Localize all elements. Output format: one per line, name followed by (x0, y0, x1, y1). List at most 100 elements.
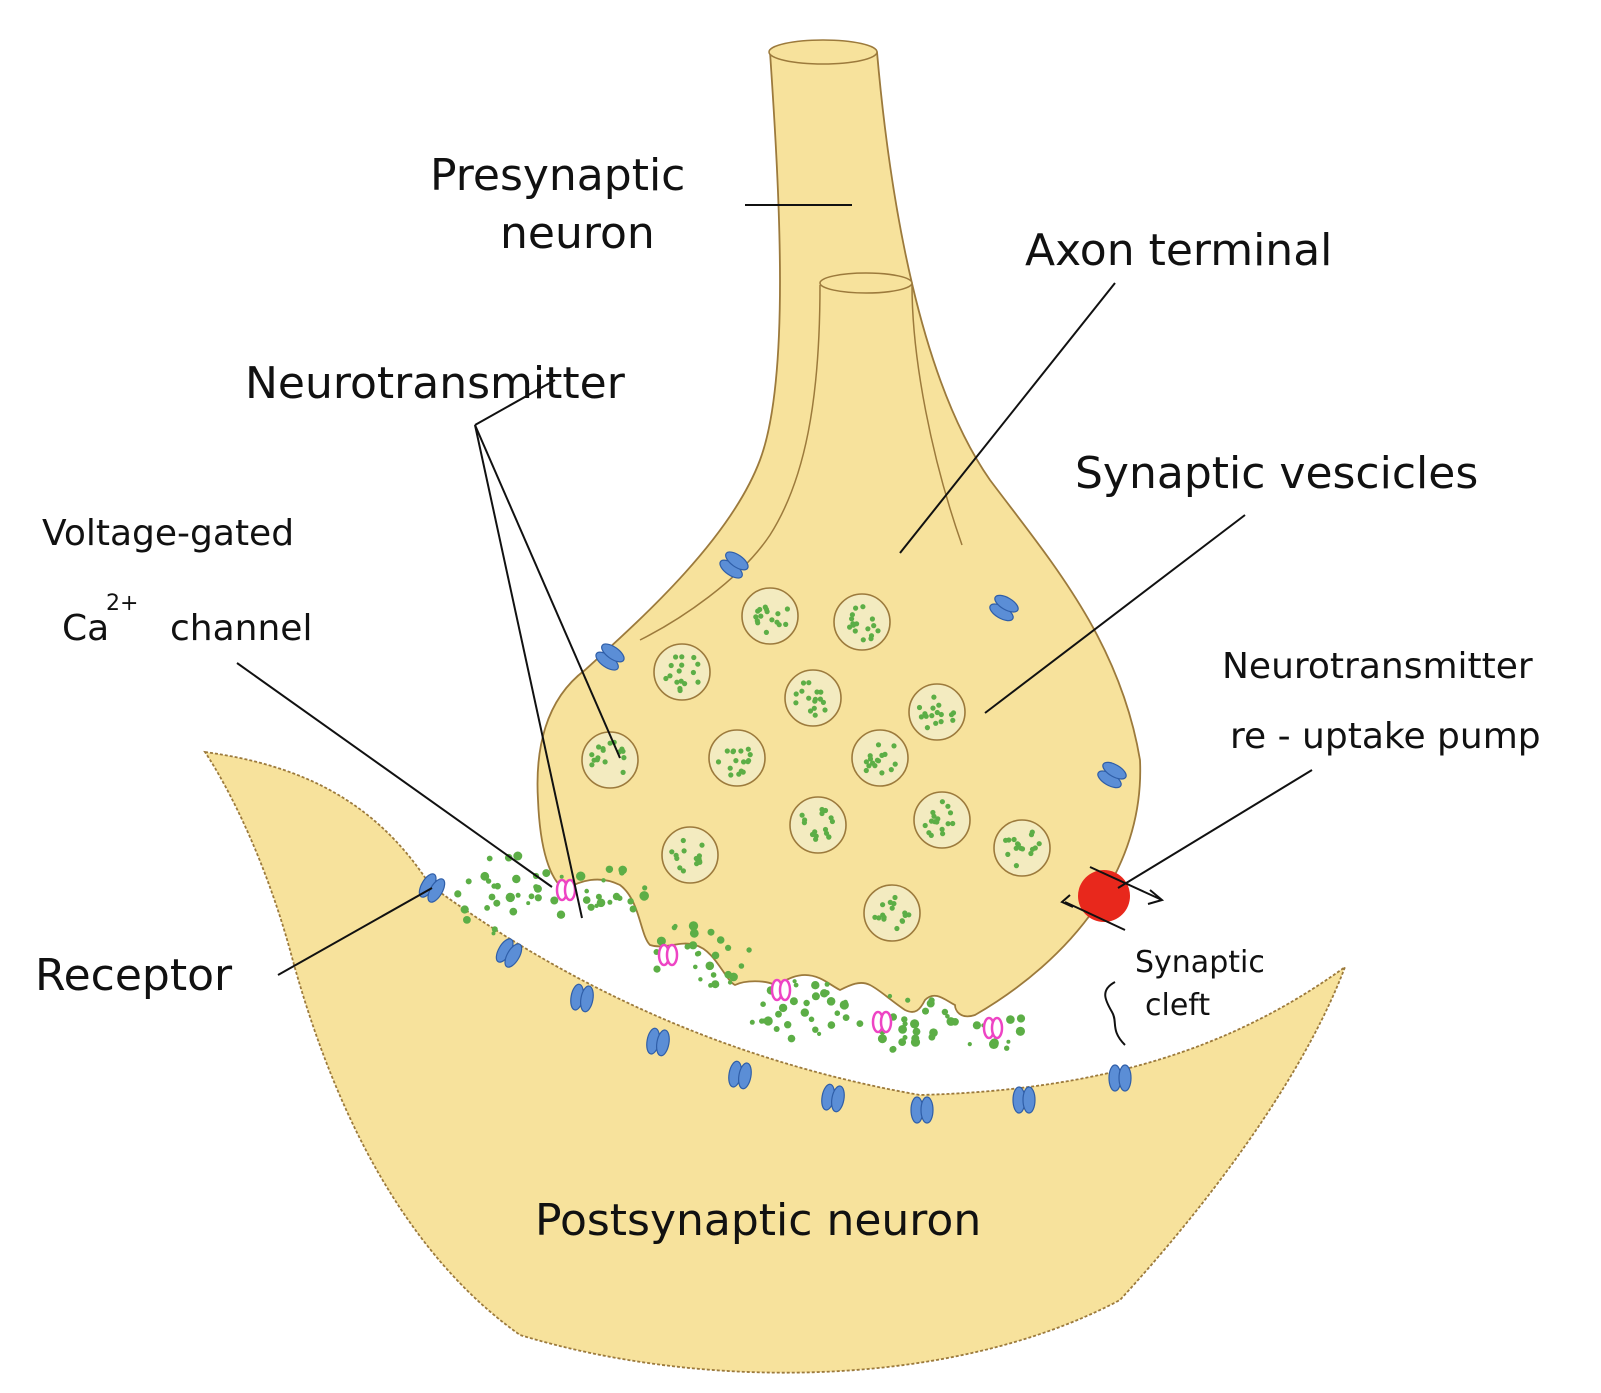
neurotransmitter-dot (533, 884, 542, 893)
vesicle-dot (677, 687, 683, 694)
neurotransmitter-dot (725, 944, 732, 952)
synaptic-vesicle (784, 669, 842, 727)
label-axon-terminal: Axon terminal (1025, 225, 1332, 276)
neurotransmitter-dot (792, 979, 797, 984)
neurotransmitter-dot (773, 1026, 780, 1032)
vesicle-dot (695, 661, 701, 667)
vesicle-dot (667, 673, 673, 679)
neurotransmitter-dot (826, 997, 836, 1006)
neurotransmitter-dot (627, 898, 634, 905)
vesicle-dot (663, 675, 669, 682)
vesicle-dot (682, 681, 688, 687)
vesicle-dot (676, 668, 682, 674)
receptor (728, 1060, 752, 1090)
vesicle-dot (758, 613, 764, 619)
synaptic-vesicle (863, 884, 921, 942)
vesicle-dot (812, 712, 818, 718)
neurotransmitter-dot (989, 1039, 999, 1049)
neurotransmitter-dot (642, 885, 648, 891)
neurotransmitter-dot (612, 892, 621, 901)
neurotransmitter-dot (827, 1021, 836, 1029)
label-presynaptic-1: Presynaptic (430, 150, 685, 201)
neurotransmitter-dot (775, 1010, 782, 1018)
neurotransmitter-dot (556, 910, 566, 919)
neurotransmitter-dot (607, 899, 613, 905)
neurotransmitter-dot (486, 855, 493, 862)
vesicle-dot (916, 704, 923, 711)
vesicle-dot (814, 689, 820, 695)
vesicle-dot (620, 769, 626, 776)
neurotransmitter-dot (711, 951, 720, 960)
vesicle-dot (817, 696, 824, 702)
neurotransmitter-dot (513, 851, 523, 861)
vesicle-dot (783, 621, 789, 628)
synaptic-vesicle (581, 731, 639, 789)
receptor (595, 643, 625, 671)
vesicle-dot (730, 748, 737, 754)
neurotransmitter-dot (491, 926, 498, 933)
vesicle-dot (888, 767, 894, 773)
vesicle-dot (879, 752, 885, 759)
receptor (1108, 1064, 1132, 1092)
vesicle-dot (1005, 851, 1011, 858)
neurotransmitter-dot (749, 1019, 755, 1025)
vesicle-dot (934, 709, 940, 716)
neurotransmitter-dot (789, 997, 798, 1006)
leader-axon-terminal (899, 282, 1116, 554)
synaptic-vesicles (581, 587, 1051, 942)
calcium-channel (982, 1016, 1004, 1040)
neurotransmitter-dot (763, 1016, 773, 1026)
vesicle-dot (871, 623, 877, 629)
neurotransmitter-dot (1006, 1015, 1015, 1024)
neurotransmitter-dot (928, 997, 935, 1004)
neurotransmitter-dot (505, 892, 515, 903)
vesicle-dot (724, 748, 730, 754)
neurotransmitter-dot (693, 964, 698, 970)
synaptic-vesicle (833, 593, 891, 651)
pump-arrow-right (1089, 866, 1165, 905)
receptor (570, 983, 594, 1013)
neurotransmitter-dot (746, 947, 752, 953)
vesicle-dot (892, 894, 898, 901)
neurotransmitter-dot (491, 883, 497, 889)
vesicle-dot (673, 654, 679, 660)
label-reuptake-2: re - uptake pump (1230, 716, 1541, 757)
vesicle-dot (755, 620, 761, 626)
neurotransmitter-dot (967, 1042, 972, 1047)
neurotransmitter-dot (787, 1034, 796, 1043)
vesicle-dot (674, 679, 680, 685)
neurotransmitter-dot (491, 931, 496, 936)
neurotransmitter-dot (817, 1031, 822, 1036)
vesicle-dot (697, 859, 703, 865)
synaptic-vesicle (708, 729, 766, 787)
leader-receptor (277, 887, 433, 976)
label-voltage-gated: Voltage-gated (42, 513, 294, 554)
vesicle-dot (947, 810, 954, 816)
vesicle-dot (1013, 863, 1020, 869)
vesicle-dot (850, 621, 856, 627)
receptor (1012, 1086, 1036, 1114)
neurotransmitter-dot (784, 1020, 792, 1029)
neurotransmitter-dot (711, 980, 720, 989)
neurotransmitter-dot (684, 943, 691, 950)
receptor (1097, 761, 1127, 789)
neurotransmitter-dot (912, 1027, 921, 1036)
calcium-channel (770, 978, 792, 1002)
vesicle-dot (799, 812, 805, 818)
neurotransmitter-dot (834, 1010, 841, 1016)
label-synaptic-vesicles: Synaptic vescicles (1075, 448, 1478, 499)
neurotransmitter-dot (910, 1037, 921, 1047)
neurotransmitter-dot (887, 993, 893, 999)
neurotransmitter-dot (760, 1001, 766, 1007)
vesicle-dot (619, 746, 625, 752)
vesicle-dot (929, 713, 935, 719)
vesicle-dot (866, 763, 872, 769)
leader-neurotransmitter-2 (474, 424, 583, 919)
vesicle-dot (806, 695, 812, 701)
vesicle-dot (906, 912, 912, 918)
vesicle-dot (933, 720, 939, 726)
vesicle-dot (829, 818, 836, 825)
synaptic-vesicle (993, 819, 1051, 877)
vesicle-dot (931, 694, 937, 700)
vesicle-dot (945, 803, 951, 809)
